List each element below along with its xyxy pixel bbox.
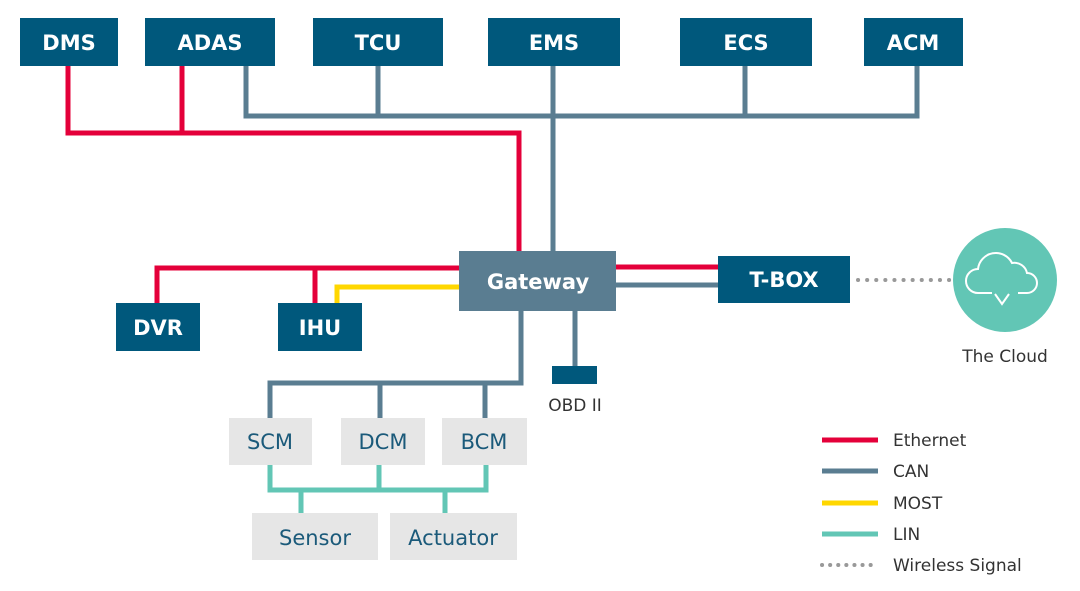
node-dcm: DCM bbox=[341, 418, 425, 465]
svg-text:TCU: TCU bbox=[355, 31, 402, 55]
node-sensor: Sensor bbox=[252, 513, 378, 560]
ethernet-line-dms-adas-gateway bbox=[65, 66, 522, 251]
svg-text:Sensor: Sensor bbox=[279, 526, 351, 550]
legend-ethernet: Ethernet bbox=[893, 431, 967, 451]
node-scm: SCM bbox=[229, 418, 312, 465]
svg-text:Gateway: Gateway bbox=[487, 270, 590, 294]
ethernet-line-dvr bbox=[154, 265, 459, 303]
node-ecs: ECS bbox=[680, 18, 812, 66]
legend-can: CAN bbox=[893, 462, 929, 482]
node-tcu: TCU bbox=[313, 18, 443, 66]
svg-text:IHU: IHU bbox=[299, 316, 341, 340]
node-dvr: DVR bbox=[116, 303, 200, 351]
node-ems: EMS bbox=[488, 18, 620, 66]
svg-text:The Cloud: The Cloud bbox=[961, 347, 1048, 367]
svg-text:DCM: DCM bbox=[359, 430, 408, 454]
svg-text:EMS: EMS bbox=[529, 31, 579, 55]
can-bus-top bbox=[243, 66, 920, 119]
node-obd: OBD II bbox=[548, 366, 602, 416]
node-bcm: BCM bbox=[442, 418, 527, 465]
node-actuator: Actuator bbox=[390, 513, 517, 560]
node-ihu: IHU bbox=[278, 303, 362, 351]
svg-text:ADAS: ADAS bbox=[177, 31, 242, 55]
node-tbox: T-BOX bbox=[718, 256, 850, 303]
svg-text:Actuator: Actuator bbox=[408, 526, 498, 550]
node-gateway: Gateway bbox=[459, 251, 616, 311]
legend: Ethernet CAN MOST LIN Wireless Signal bbox=[820, 431, 1022, 576]
legend-wireless: Wireless Signal bbox=[893, 556, 1022, 576]
legend-most: MOST bbox=[893, 494, 943, 514]
svg-text:BCM: BCM bbox=[461, 430, 508, 454]
cloud: The Cloud bbox=[953, 228, 1057, 367]
most-line-ihu bbox=[334, 284, 459, 303]
legend-lin: LIN bbox=[893, 525, 920, 545]
svg-text:SCM: SCM bbox=[247, 430, 293, 454]
cloud-download-icon bbox=[965, 252, 1038, 306]
node-acm: ACM bbox=[864, 18, 963, 66]
svg-text:T-BOX: T-BOX bbox=[749, 268, 818, 292]
can-bus-bottom bbox=[267, 311, 524, 418]
svg-text:DMS: DMS bbox=[42, 31, 95, 55]
node-dms: DMS bbox=[20, 18, 118, 66]
node-adas: ADAS bbox=[145, 18, 275, 66]
svg-text:ACM: ACM bbox=[887, 31, 940, 55]
svg-text:DVR: DVR bbox=[133, 316, 183, 340]
svg-text:ECS: ECS bbox=[723, 31, 768, 55]
svg-text:OBD II: OBD II bbox=[548, 396, 602, 416]
